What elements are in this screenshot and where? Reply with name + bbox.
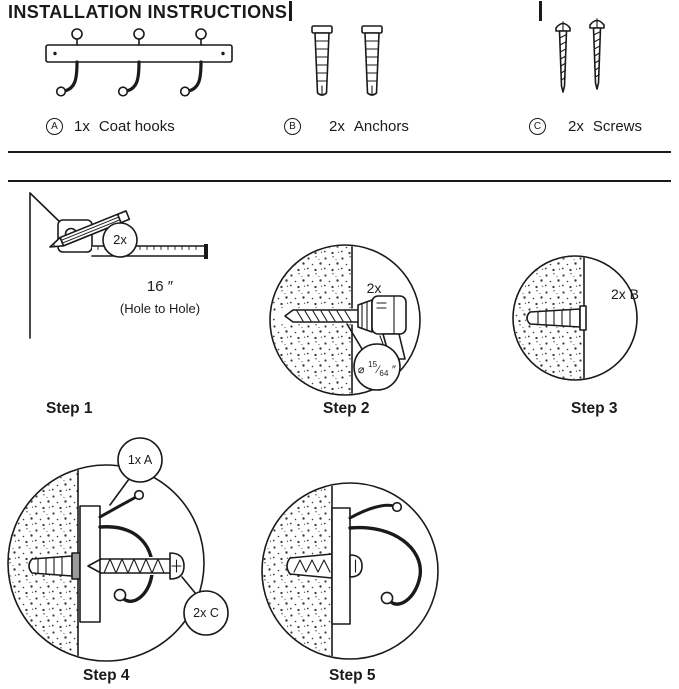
coat-hook-rail-drawing bbox=[45, 27, 233, 98]
callout-hook-bubble bbox=[109, 437, 163, 506]
step3-qty-label: 2x B bbox=[610, 286, 639, 302]
part-badge-b-icon: B bbox=[284, 118, 301, 135]
step3-label: Step 3 bbox=[571, 400, 618, 417]
screw-head-flush-drawing bbox=[349, 554, 363, 578]
anchor-screw-in-wall-drawing bbox=[286, 553, 333, 579]
screw-driving-drawing bbox=[87, 552, 185, 580]
part-badge-c-icon: C bbox=[529, 118, 546, 135]
anchor-in-wall-drawing bbox=[28, 552, 81, 580]
step1-dimension-label: 16 ″ bbox=[146, 278, 174, 295]
mount-plate-drawing bbox=[79, 505, 101, 623]
bit-size-leader-line bbox=[346, 323, 363, 350]
section-divider-bottom bbox=[8, 180, 671, 182]
part-name-c: Screws bbox=[592, 118, 643, 135]
hook-profile-finished-drawing bbox=[348, 501, 422, 606]
screws-drawing bbox=[555, 17, 605, 93]
qty-bubble bbox=[102, 222, 138, 258]
step5-drawing bbox=[261, 482, 439, 660]
step4-callout-screw-label: 2x C bbox=[193, 606, 219, 620]
bit-size-unit: ″ bbox=[391, 364, 397, 376]
header-column-divider-1 bbox=[289, 1, 292, 21]
bit-size-slash: ⁄ bbox=[377, 364, 380, 376]
part-qty-b: 2x bbox=[329, 118, 345, 135]
step1-label: Step 1 bbox=[46, 400, 93, 417]
callout-screw-bubble bbox=[181, 576, 229, 636]
anchors-drawing bbox=[311, 25, 383, 96]
part-label-screws: C 2x Screws bbox=[529, 118, 642, 135]
mount-plate-drawing-finished bbox=[331, 507, 351, 625]
section-divider-top bbox=[8, 151, 671, 153]
part-qty-c: 2x bbox=[568, 118, 584, 135]
step5-label: Step 5 bbox=[329, 667, 376, 684]
anchor-part-drawing bbox=[311, 25, 333, 96]
step3-drawing bbox=[512, 255, 638, 381]
step4-callout-hook-label: 1x A bbox=[127, 453, 153, 467]
step2-label: Step 2 bbox=[323, 400, 370, 417]
bit-size-denominator: 64 bbox=[379, 369, 389, 378]
part-name-a: Coat hooks bbox=[98, 118, 175, 135]
hook-unit-drawing bbox=[55, 28, 83, 97]
wall-corner-drawing bbox=[29, 192, 65, 339]
step1-qty-label: 2x bbox=[113, 232, 127, 247]
page-title: INSTALLATION INSTRUCTIONS bbox=[8, 2, 288, 22]
step2-bit-size-label: ⌀ 15⁄64 ″ bbox=[353, 360, 401, 378]
screw-part-drawing bbox=[555, 21, 571, 93]
pencil-drawing bbox=[49, 210, 131, 248]
bit-size-bubble bbox=[353, 343, 401, 391]
step4-label: Step 4 bbox=[83, 667, 130, 684]
bit-size-numerator: 15 bbox=[368, 360, 378, 369]
part-label-coat-hooks: A 1x Coat hooks bbox=[46, 118, 175, 135]
part-label-anchors: B 2x Anchors bbox=[284, 118, 409, 135]
step1-dimension-note: (Hole to Hole) bbox=[119, 301, 201, 316]
step4-drawing bbox=[7, 437, 229, 662]
header-column-divider-2 bbox=[539, 1, 542, 21]
part-qty-a: 1x bbox=[74, 118, 90, 135]
anchor-installed-drawing bbox=[526, 305, 587, 331]
step2-qty-label: 2x bbox=[366, 280, 382, 296]
part-badge-a-icon: A bbox=[46, 118, 63, 135]
diameter-symbol: ⌀ bbox=[357, 364, 365, 376]
step1-drawing bbox=[29, 192, 208, 339]
part-name-b: Anchors bbox=[353, 118, 409, 135]
